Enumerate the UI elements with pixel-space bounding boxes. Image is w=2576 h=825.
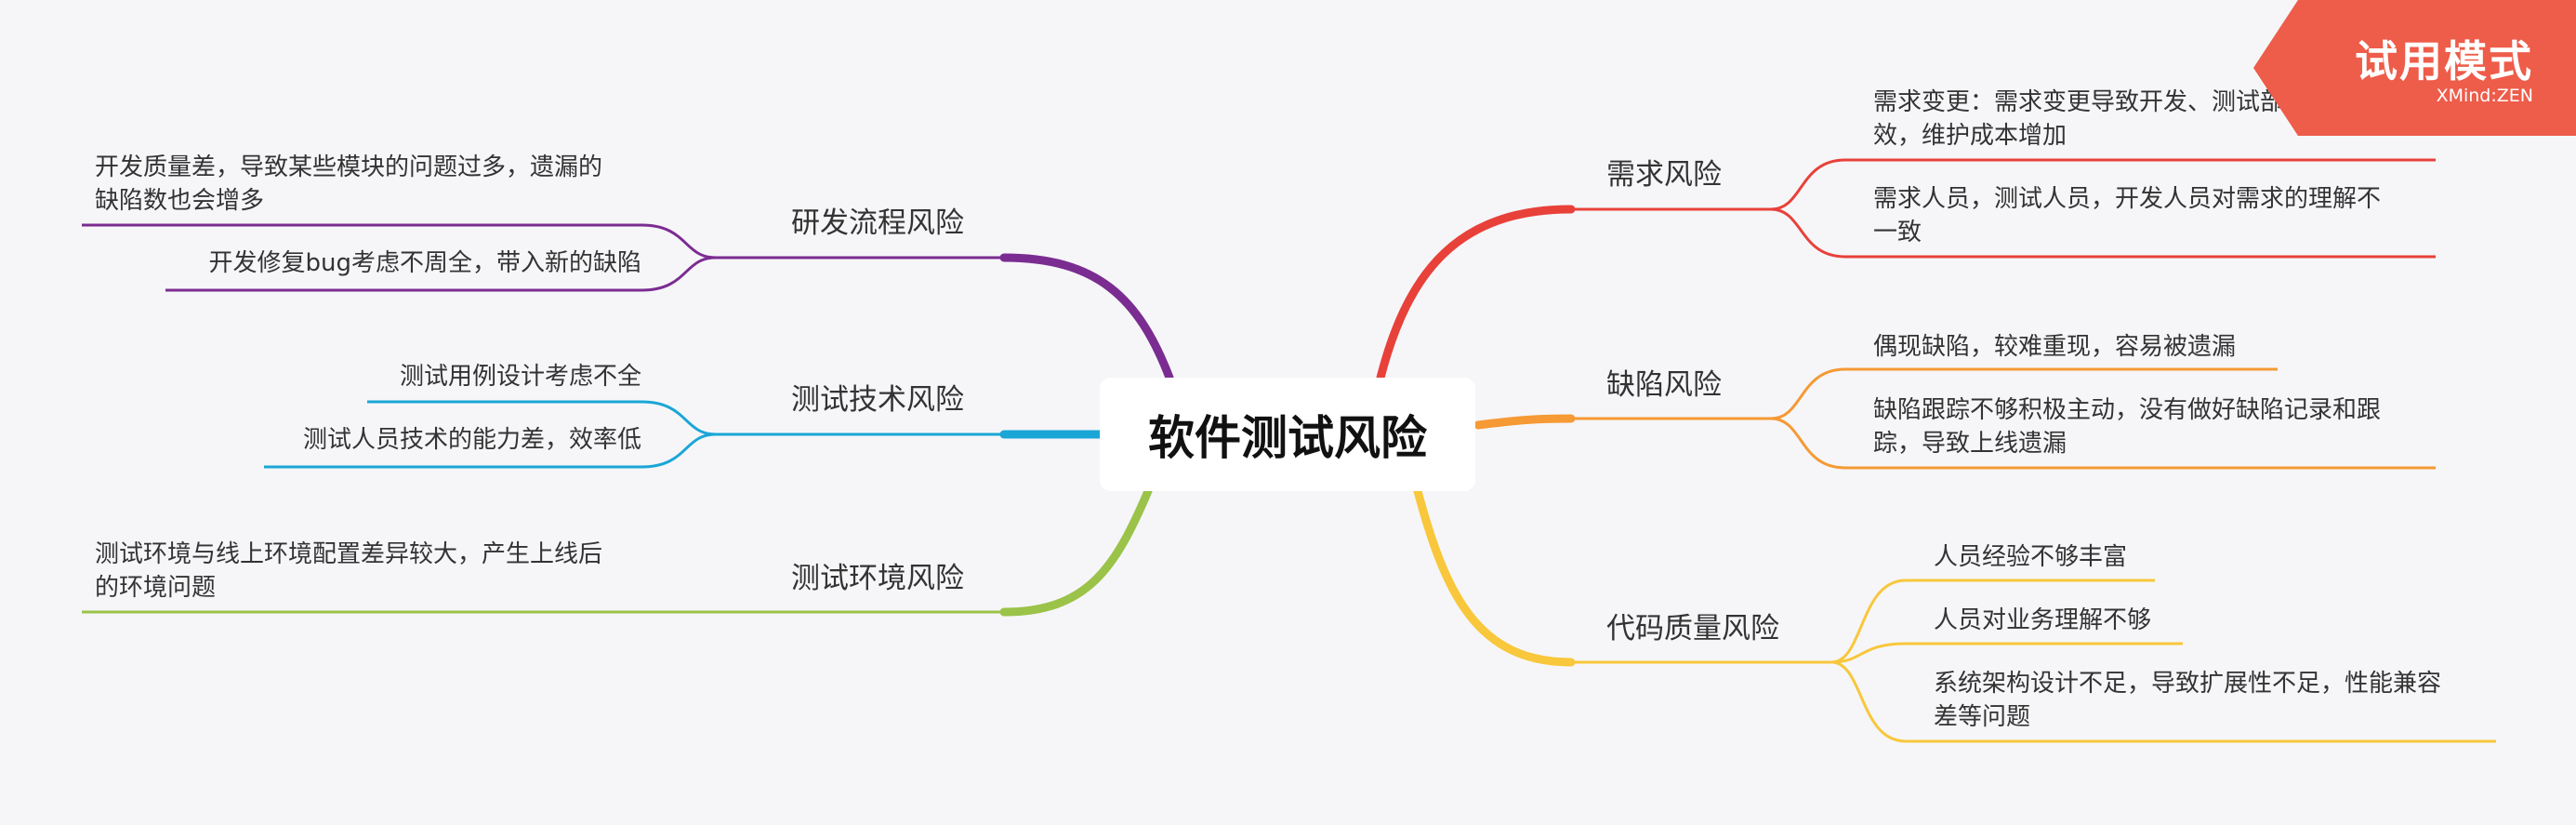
connector-central-defect bbox=[1473, 414, 1576, 430]
leaf-line: 缺陷数也会增多 bbox=[95, 187, 265, 215]
leaf-line: 一致 bbox=[1873, 219, 1922, 246]
connector-central-requirement bbox=[1376, 205, 1576, 382]
trial-mode-title: 试用模式 bbox=[2355, 36, 2533, 86]
leaf-environment-config[interactable]: 测试环境与线上环境配置差异较大，产生上线后 的环境问题 bbox=[95, 538, 602, 605]
leaf-line: 人员经验不够丰富 bbox=[1934, 543, 2128, 571]
branch-code-quality-risk[interactable]: 代码质量风险 bbox=[1606, 612, 1779, 645]
connector-defect-2 bbox=[1770, 417, 2436, 470]
connector-requirement-1 bbox=[1770, 158, 2436, 211]
branch-technique-risk[interactable]: 测试技术风险 bbox=[791, 383, 964, 417]
leaf-line: 效，维护成本增加 bbox=[1873, 122, 2067, 150]
xmind-zen-logo: XMind:ZEN bbox=[2436, 86, 2533, 106]
leaf-line: 系统架构设计不足，导致扩展性不足，性能兼容 bbox=[1934, 670, 2442, 698]
leaf-requirement-understanding[interactable]: 需求人员，测试人员，开发人员对需求的理解不 一致 bbox=[1873, 182, 2381, 249]
leaf-line: 踪，导致上线遗漏 bbox=[1873, 430, 2067, 458]
connector-central-process bbox=[999, 253, 1174, 382]
leaf-code-experience[interactable]: 人员经验不够丰富 bbox=[1934, 540, 2127, 574]
connector-requirement-2 bbox=[1770, 207, 2436, 259]
leaf-line: 偶现缺陷，较难重现，容易被遗漏 bbox=[1873, 333, 2237, 361]
leaf-line: 测试环境与线上环境配置差异较大，产生上线后 bbox=[95, 540, 603, 568]
central-topic[interactable]: 软件测试风险 bbox=[1100, 378, 1475, 491]
trial-mode-badge[interactable]: 试用模式 XMind:ZEN bbox=[2253, 0, 2576, 136]
leaf-line: 人员对业务理解不够 bbox=[1934, 606, 2152, 634]
connector-process-2 bbox=[165, 256, 717, 292]
connector-code-2 bbox=[1830, 642, 2183, 664]
leaf-line: 开发质量差，导致某些模块的问题过多，遗漏的 bbox=[95, 153, 603, 181]
leaf-defect-sporadic[interactable]: 偶现缺陷，较难重现，容易被遗漏 bbox=[1873, 330, 2236, 364]
trial-badge-shape bbox=[2253, 0, 2576, 136]
leaf-code-business[interactable]: 人员对业务理解不够 bbox=[1934, 604, 2151, 637]
leaf-defect-tracking[interactable]: 缺陷跟踪不够积极主动，没有做好缺陷记录和跟 踪，导致上线遗漏 bbox=[1873, 393, 2381, 460]
leaf-technique-skill[interactable]: 测试人员技术的能力差，效率低 bbox=[260, 423, 641, 457]
connector-central-code bbox=[1413, 486, 1576, 667]
connector-technique-2 bbox=[264, 432, 717, 469]
leaf-line: 测试用例设计考虑不全 bbox=[399, 363, 641, 391]
branch-requirement-risk[interactable]: 需求风险 bbox=[1606, 158, 1722, 192]
branch-environment-risk[interactable]: 测试环境风险 bbox=[791, 562, 964, 595]
connector-technique-1 bbox=[367, 400, 717, 436]
branch-defect-risk[interactable]: 缺陷风险 bbox=[1606, 368, 1722, 402]
connector-process-1 bbox=[82, 223, 717, 259]
connector-code-1 bbox=[1830, 579, 2155, 664]
leaf-line: 缺陷跟踪不够积极主动，没有做好缺陷记录和跟 bbox=[1873, 396, 2382, 424]
leaf-line: 测试人员技术的能力差，效率低 bbox=[302, 426, 641, 454]
leaf-line: 开发修复bug考虑不周全，带入新的缺陷 bbox=[208, 249, 642, 277]
leaf-line: 的环境问题 bbox=[95, 574, 217, 602]
leaf-line: 需求人员，测试人员，开发人员对需求的理解不 bbox=[1873, 185, 2382, 213]
leaf-line: 差等问题 bbox=[1934, 703, 2031, 731]
branch-process-risk[interactable]: 研发流程风险 bbox=[791, 206, 964, 240]
connector-code-3 bbox=[1830, 660, 2496, 743]
connector-central-environment bbox=[999, 486, 1153, 617]
leaf-process-bugfix[interactable]: 开发修复bug考虑不周全，带入新的缺陷 bbox=[167, 246, 642, 280]
connector-defect-1 bbox=[1770, 367, 2278, 420]
leaf-process-quality[interactable]: 开发质量差，导致某些模块的问题过多，遗漏的 缺陷数也会增多 bbox=[95, 151, 602, 218]
leaf-code-architecture[interactable]: 系统架构设计不足，导致扩展性不足，性能兼容 差等问题 bbox=[1934, 667, 2441, 734]
leaf-technique-cases[interactable]: 测试用例设计考虑不全 bbox=[353, 360, 641, 393]
